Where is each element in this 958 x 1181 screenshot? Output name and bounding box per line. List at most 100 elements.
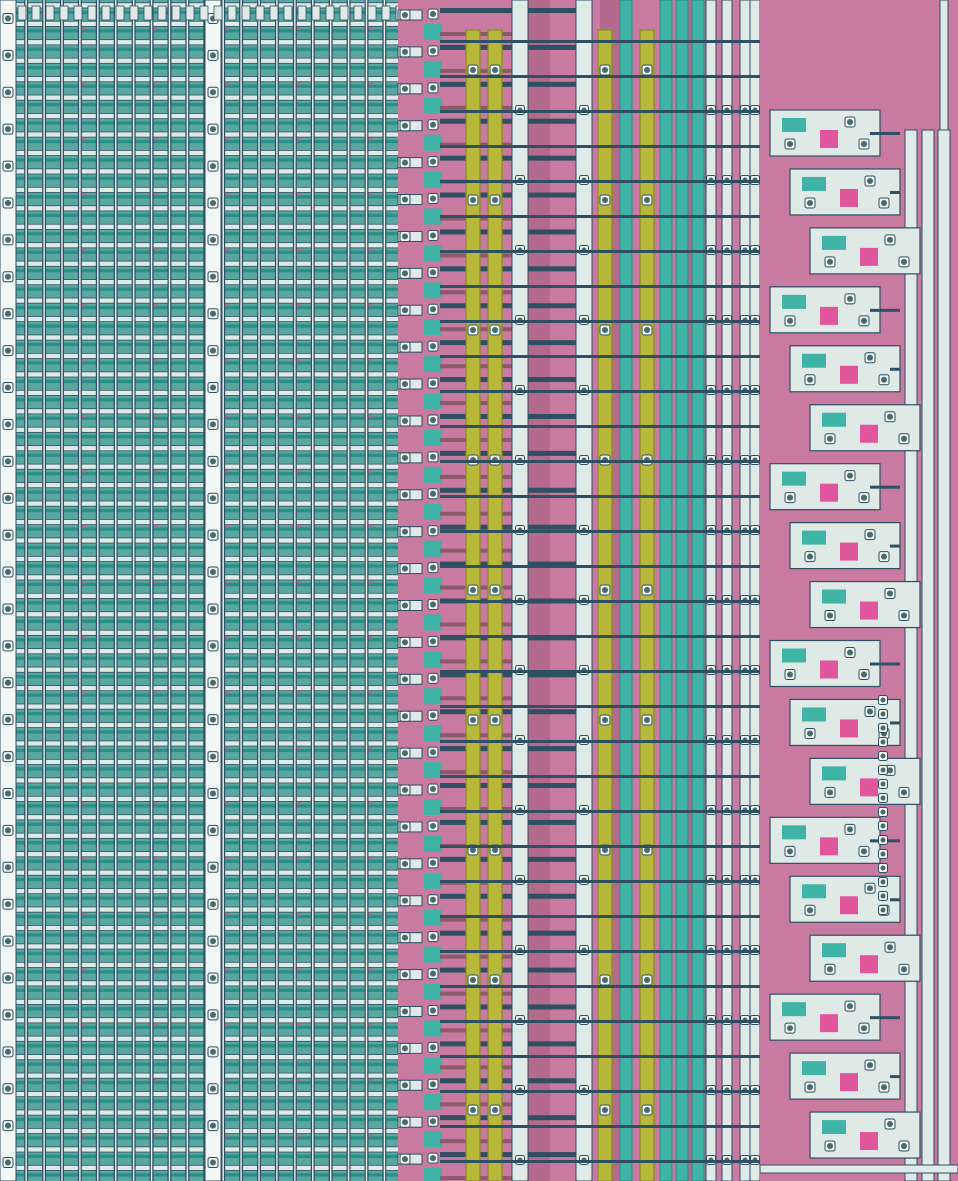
yellow-bus-contact bbox=[644, 197, 650, 203]
logic-cell-diffusion bbox=[820, 483, 838, 502]
decoder-contact bbox=[430, 416, 436, 423]
array-top-comb bbox=[87, 5, 97, 21]
logic-cell-poly bbox=[782, 294, 806, 309]
decoder-contact bbox=[430, 749, 436, 756]
bus-rung bbox=[440, 915, 760, 918]
array-col-highlight bbox=[329, 0, 332, 1181]
decoder-contact bbox=[402, 159, 408, 166]
decoder-poly-block bbox=[424, 1020, 442, 1037]
logic-cell-contact bbox=[901, 612, 907, 619]
logic-cell-contact bbox=[827, 1143, 833, 1150]
array-strap-contact bbox=[210, 52, 216, 59]
array-col-highlight bbox=[25, 0, 27, 1181]
decoder-wire bbox=[440, 487, 580, 493]
decoder-contact bbox=[430, 601, 436, 608]
logic-cell-contact bbox=[807, 1084, 813, 1091]
logic-rail-contact bbox=[880, 851, 886, 857]
logic-cell-diffusion bbox=[860, 601, 878, 620]
array-top-comb bbox=[31, 5, 41, 21]
decoder-poly-block bbox=[424, 503, 442, 520]
logic-cell-diffusion bbox=[840, 719, 858, 738]
array-strap-contact bbox=[210, 347, 216, 354]
decoder-poly-block bbox=[424, 466, 442, 483]
bus-rung bbox=[440, 1020, 760, 1023]
array-strap-contact bbox=[5, 52, 11, 59]
vertical-buses bbox=[440, 0, 761, 1181]
decoder-contact bbox=[402, 971, 408, 978]
array-strap-contact bbox=[5, 421, 11, 428]
array-strap-contact bbox=[210, 199, 216, 206]
decoder-contact bbox=[402, 48, 408, 55]
decoder-contact bbox=[402, 85, 408, 92]
logic-cell-diffusion bbox=[860, 424, 878, 443]
bus-rung bbox=[440, 320, 760, 323]
decoder-contact bbox=[402, 565, 408, 572]
array-col-highlight bbox=[61, 0, 63, 1181]
logic-cell-poly bbox=[802, 884, 826, 899]
yellow-bus-contact bbox=[644, 67, 650, 73]
logic-cell-poly bbox=[802, 1061, 826, 1076]
array-strap-contact bbox=[210, 569, 216, 576]
decoder-contact bbox=[402, 233, 408, 240]
decoder-contact bbox=[402, 602, 408, 609]
array-strap-contact bbox=[210, 1085, 216, 1092]
bus-rung bbox=[440, 390, 760, 393]
logic-rail-contact bbox=[880, 879, 886, 885]
teal-bus bbox=[619, 0, 633, 1181]
array-strap-contact bbox=[210, 532, 216, 539]
logic-cell-diffusion bbox=[820, 306, 838, 325]
yellow-bus bbox=[597, 29, 613, 1181]
logic-cell-poly bbox=[822, 766, 846, 781]
decoder-poly-block bbox=[424, 356, 442, 373]
logic-cell-contact bbox=[827, 612, 833, 619]
logic-cell-poly bbox=[782, 118, 806, 132]
array-strap-contact bbox=[5, 1085, 11, 1092]
array-strap-contact bbox=[5, 273, 11, 280]
decoder-contact bbox=[430, 786, 436, 793]
array-top-comb bbox=[59, 5, 69, 21]
decoder-contact bbox=[402, 860, 408, 867]
logic-cell-contact bbox=[807, 730, 813, 737]
logic-rail bbox=[921, 129, 935, 1181]
decoder-wire bbox=[440, 229, 580, 235]
yellow-bus-contact bbox=[470, 197, 476, 203]
array-strap-contact bbox=[5, 310, 11, 317]
array-strap-contact bbox=[5, 753, 11, 760]
array-top-comb bbox=[157, 5, 167, 21]
array-strap-contact bbox=[5, 1159, 11, 1166]
logic-rail bbox=[904, 129, 918, 1181]
logic-cell-contact bbox=[787, 317, 793, 324]
decoder-contact bbox=[402, 344, 408, 351]
yellow-bus-contact bbox=[492, 717, 498, 723]
decoder-contact bbox=[402, 897, 408, 904]
array-strap-contact bbox=[210, 790, 216, 797]
logic-rail-contact bbox=[880, 767, 886, 773]
decoder-contact bbox=[430, 47, 436, 54]
logic-cell-contact bbox=[887, 944, 893, 951]
decoder-poly-block bbox=[424, 946, 442, 963]
bus-rung bbox=[440, 250, 760, 253]
decoder-poly-block bbox=[424, 171, 442, 188]
array-strap-contact bbox=[210, 1011, 216, 1018]
logic-cell-wire bbox=[890, 721, 900, 725]
logic-cell-contact bbox=[887, 236, 893, 243]
yellow-bus-contact bbox=[644, 847, 650, 853]
decoder-wire bbox=[440, 192, 580, 198]
array-top-comb bbox=[311, 5, 321, 21]
logic-cell-contact bbox=[847, 649, 853, 656]
array-strap-contact bbox=[210, 421, 216, 428]
control-logic-block bbox=[759, 0, 958, 1181]
decoder-contact bbox=[430, 1081, 436, 1088]
array-top-comb bbox=[269, 5, 279, 21]
memory-array bbox=[0, 0, 413, 1181]
yellow-bus-contact bbox=[602, 67, 608, 73]
decoder-poly-block bbox=[424, 651, 442, 668]
bus-rung bbox=[440, 775, 760, 778]
array-strap-contact bbox=[5, 790, 11, 797]
logic-cell-wire bbox=[870, 485, 900, 489]
logic-cell-contact bbox=[787, 494, 793, 501]
decoder-poly-block bbox=[424, 688, 442, 705]
bus-rung bbox=[440, 670, 760, 673]
logic-cell-wire bbox=[890, 190, 900, 194]
decoder-contact bbox=[402, 122, 408, 129]
